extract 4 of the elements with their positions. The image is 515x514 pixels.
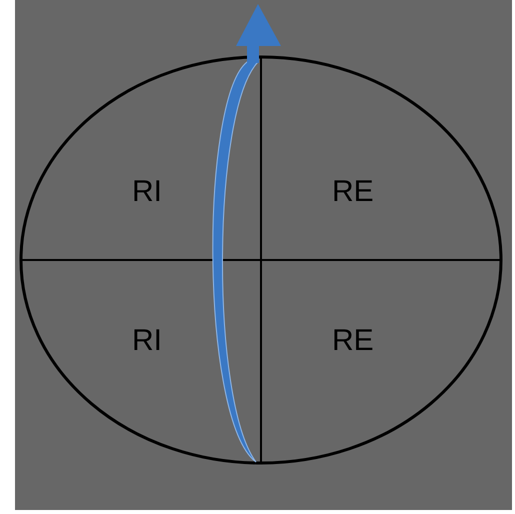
quadrant-label: RI xyxy=(132,326,162,356)
quadrant-label: RE xyxy=(332,177,374,207)
quadrant-label: RE xyxy=(332,326,374,356)
quadrant-label: RI xyxy=(132,177,162,207)
